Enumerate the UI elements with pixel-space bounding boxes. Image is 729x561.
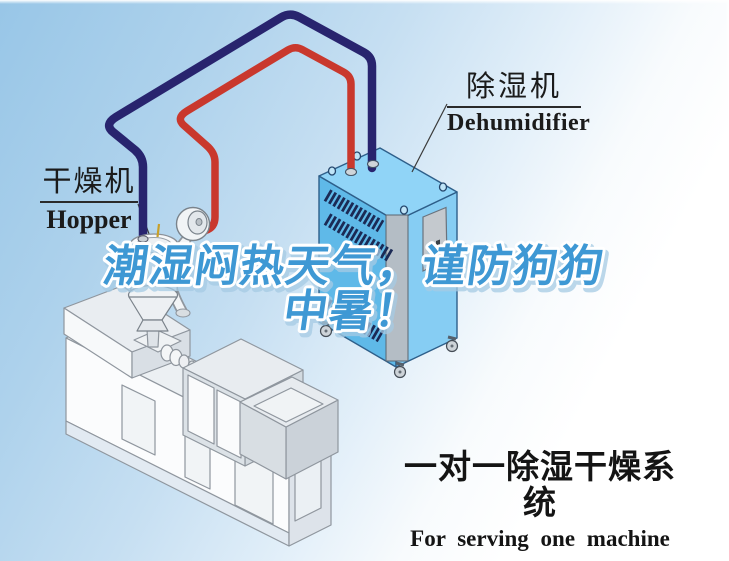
headline-line2: 中暑！ — [280, 287, 423, 336]
lifting-eyelet — [327, 151, 448, 215]
caster-wheel — [319, 320, 459, 379]
panel-button — [429, 242, 433, 251]
outlet-pipe — [104, 10, 377, 246]
caption: 一对一除湿干燥系统 For serving one machine — [389, 448, 691, 552]
lid-pipe-fitting — [137, 235, 149, 243]
machine-door — [121, 384, 156, 456]
dehumidifier-label-zh: 除湿机 — [447, 72, 581, 109]
blower-fan — [175, 206, 211, 242]
headline: 潮湿闷热天气，谨防狗狗 潮湿闷热天气，谨防狗狗 中暑！ 中暑！ — [97, 239, 613, 343]
top-edge-highlight — [0, 0, 729, 4]
hopper-cone-skirt — [136, 319, 169, 332]
dryer-label: 干燥机 Hopper — [40, 167, 138, 235]
leader-line-dehumidifier — [411, 103, 448, 173]
dryer-label-en: Hopper — [46, 205, 132, 235]
right-edge-highlight — [726, 0, 729, 561]
duct-flange — [175, 308, 191, 318]
dehumidifier-illustration — [318, 147, 459, 379]
return-pipe — [176, 44, 355, 236]
dehumidifier-label: 除湿机 Dehumidifier — [447, 72, 591, 137]
temp-probe — [156, 223, 161, 238]
pipe-socket — [344, 159, 380, 177]
molding-machine-illustration — [63, 285, 339, 547]
headline-line1: 潮湿闷热天气，谨防狗狗 — [100, 242, 607, 291]
guard-window — [187, 374, 215, 445]
guard-window — [216, 389, 242, 459]
clamp-box — [239, 376, 339, 480]
caption-en: For serving one machine — [410, 525, 670, 551]
control-panel — [422, 206, 448, 272]
dehumidifier-label-en: Dehumidifier — [447, 110, 591, 137]
headline-line1-shadow: 潮湿闷热天气，谨防狗狗 — [103, 246, 610, 295]
vent-grille — [323, 189, 394, 343]
clamp-box-inset — [253, 387, 324, 423]
headline-line2-shadow: 中暑！ — [283, 291, 426, 340]
hopper-illustration — [127, 206, 211, 332]
panel-button — [436, 239, 440, 248]
dryer-label-zh: 干燥机 — [40, 167, 138, 204]
caption-zh: 一对一除湿干燥系统 — [404, 448, 676, 522]
